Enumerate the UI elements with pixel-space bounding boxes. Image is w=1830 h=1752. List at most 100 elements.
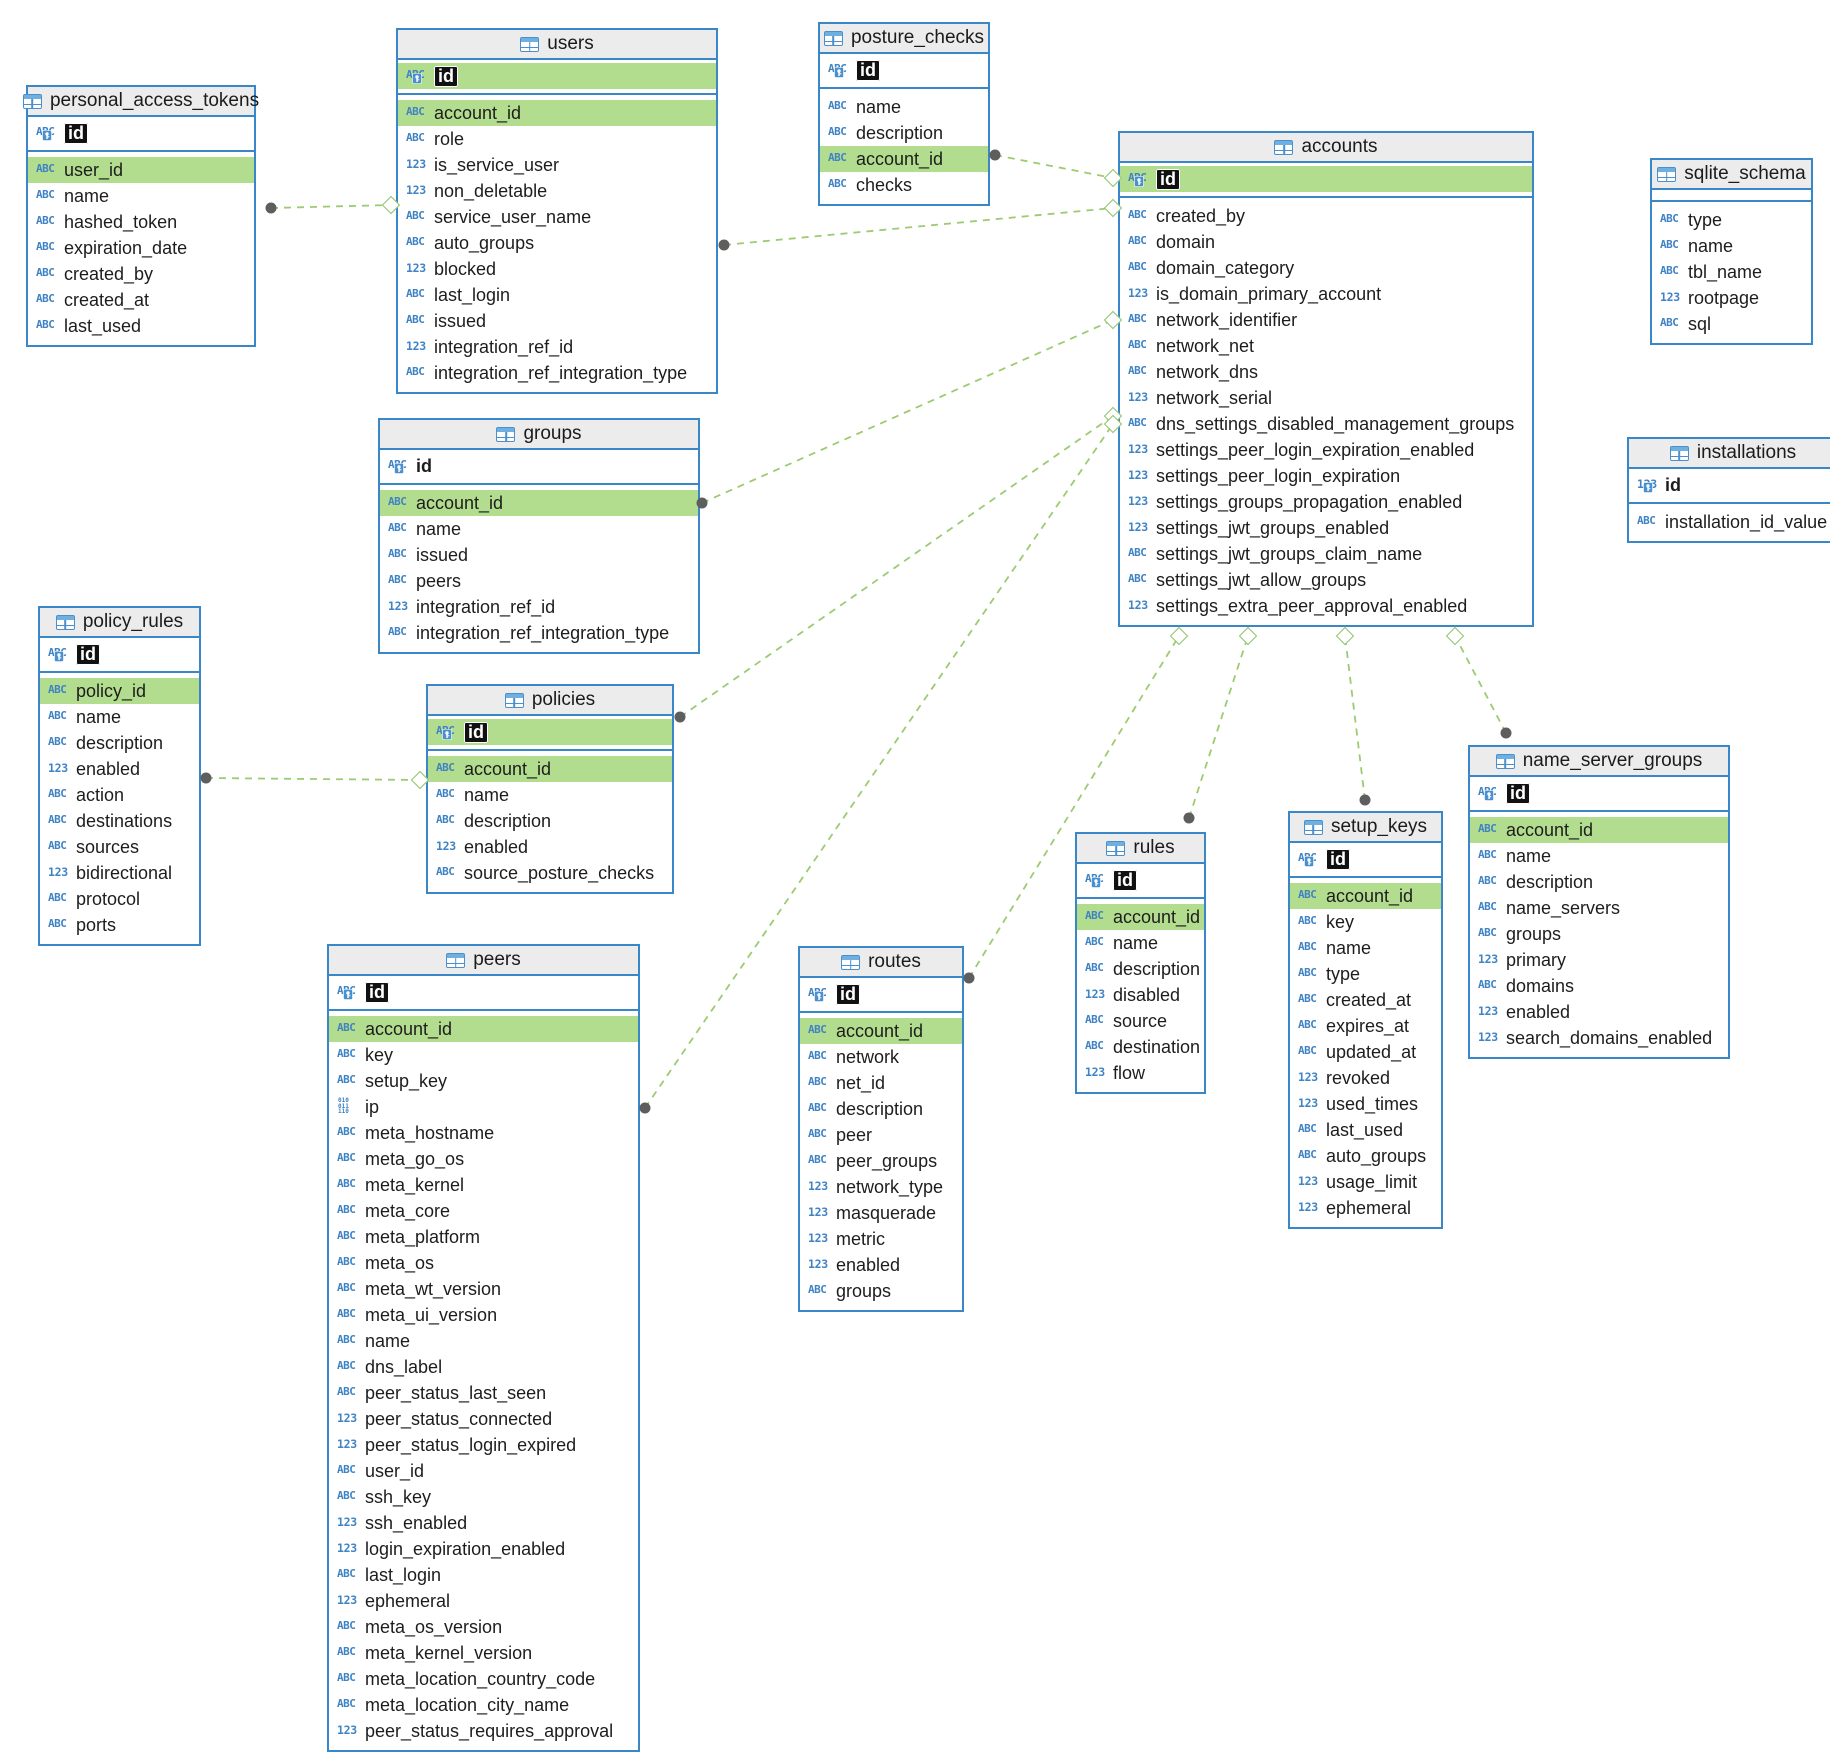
table-header[interactable]: policy_rules [40, 608, 199, 638]
primary-key-row[interactable]: ABCid [40, 641, 199, 667]
primary-key-row[interactable]: ABCid [329, 979, 638, 1005]
primary-key-row[interactable]: ABCid [1470, 780, 1728, 806]
table-installations[interactable]: installations123idABCinstallation_id_val… [1627, 437, 1830, 543]
table-setup_keys[interactable]: setup_keysABCidABCaccount_idABCkeyABCnam… [1288, 811, 1443, 1229]
table-header[interactable]: posture_checks [820, 24, 988, 54]
table-header[interactable]: users [398, 30, 716, 60]
table-peers[interactable]: peersABCidABCaccount_idABCkeyABCsetup_ke… [327, 944, 640, 1752]
table-accounts[interactable]: accountsABCidABCcreated_byABCdomainABCdo… [1118, 131, 1534, 627]
primary-key-row[interactable]: ABCid [28, 120, 254, 146]
primary-key-row[interactable]: ABCid [1290, 846, 1441, 872]
table-header[interactable]: personal_access_tokens [22, 87, 259, 117]
table-header[interactable]: peers [329, 946, 638, 976]
table-routes[interactable]: routesABCidABCaccount_idABCnetworkABCnet… [798, 946, 964, 1312]
table-users[interactable]: usersABCidABCaccount_idABCrole123is_serv… [396, 28, 718, 394]
table-header[interactable]: policies [428, 686, 672, 716]
primary-key-row[interactable]: ABCid [380, 453, 698, 479]
table-header[interactable]: sqlite_schema [1652, 160, 1811, 190]
table-name_server_groups[interactable]: name_server_groupsABCidABCaccount_idABCn… [1468, 745, 1730, 1059]
table-rules[interactable]: rulesABCidABCaccount_idABCnameABCdescrip… [1075, 832, 1206, 1094]
table-policies[interactable]: policiesABCidABCaccount_idABCnameABCdesc… [426, 684, 674, 894]
table-header[interactable]: rules [1077, 834, 1204, 864]
table-header[interactable]: name_server_groups [1470, 747, 1728, 777]
table-personal_access_tokens[interactable]: personal_access_tokensABCidABCuser_idABC… [22, 85, 259, 347]
table-header[interactable]: routes [800, 948, 962, 978]
